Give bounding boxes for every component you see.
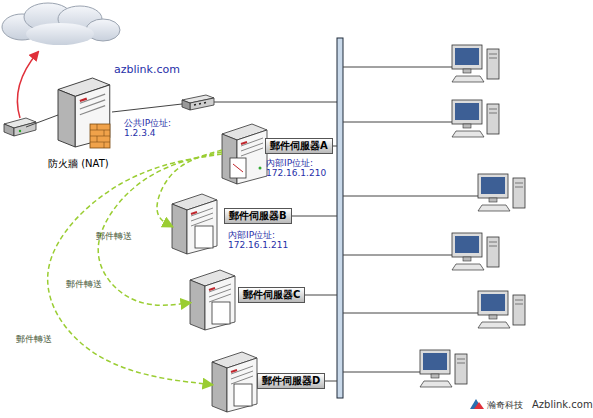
firewall-brick bbox=[90, 124, 110, 148]
hub-wire bbox=[214, 102, 337, 103]
edge-label: 郵件轉送 bbox=[16, 333, 52, 346]
router-icon bbox=[4, 118, 36, 136]
domain-label: azblink.com bbox=[114, 64, 180, 77]
mail-server-icon bbox=[190, 270, 235, 330]
edge-label: 郵件轉送 bbox=[66, 278, 102, 291]
internet-cloud bbox=[2, 3, 120, 45]
edge-label: 郵件轉送 bbox=[96, 230, 132, 243]
watermark-text: Azblink.com bbox=[532, 399, 593, 411]
mail-server-icon bbox=[212, 352, 257, 412]
mail-server-node: 郵件伺服器A 內部IP位址: 172.16.1.210 bbox=[222, 120, 334, 184]
server-name-box: 郵件伺服器C bbox=[238, 287, 305, 303]
server-name-box: 郵件伺服器B bbox=[224, 208, 292, 224]
firewall-wire bbox=[112, 104, 182, 112]
mail-forward-arrow bbox=[48, 154, 222, 385]
mail-server-node: 郵件伺服器D bbox=[212, 350, 323, 408]
mail-card bbox=[195, 226, 213, 248]
public-ip-label: 公共IP位址: 1.2.3.4 bbox=[124, 118, 186, 139]
internal-ip-label: 內部IP位址: 172.16.1.210 bbox=[266, 158, 326, 179]
mail-server-node: 郵件伺服器B 內部IP位址: 172.16.1.211 bbox=[172, 190, 290, 256]
mail-server-icon bbox=[222, 124, 267, 184]
mail-forward-arrow bbox=[157, 150, 222, 226]
network-bus bbox=[337, 38, 343, 398]
hub-icon bbox=[182, 95, 214, 110]
internet-link-arrow bbox=[17, 52, 38, 118]
workstation-icon bbox=[452, 45, 499, 82]
mail-card bbox=[234, 384, 252, 406]
workstation-icon bbox=[452, 100, 499, 137]
firewall-label: 防火牆 (NAT) bbox=[48, 158, 128, 170]
server-wires bbox=[290, 146, 337, 381]
server-name-box: 郵件伺服器A bbox=[265, 138, 333, 154]
mail-server-node: 郵件伺服器C bbox=[190, 268, 304, 326]
workstation-icon bbox=[420, 350, 467, 387]
mail-forward-arrow bbox=[98, 152, 222, 305]
mail-card bbox=[212, 302, 230, 324]
firewall-server-icon bbox=[58, 78, 110, 147]
mail-server-icon bbox=[172, 194, 217, 254]
watermark-logo bbox=[470, 399, 484, 409]
server-name-box: 郵件伺服器D bbox=[257, 373, 325, 389]
router-wire bbox=[26, 115, 58, 127]
workstation-icon bbox=[452, 233, 499, 270]
firewall-node: 防火牆 (NAT) bbox=[46, 70, 126, 172]
workstation-icon bbox=[478, 174, 525, 211]
watermark-text: 瀚奇科技 bbox=[487, 400, 523, 410]
mail-envelope bbox=[230, 158, 246, 178]
internal-ip-label: 內部IP位址: 172.16.1.211 bbox=[228, 230, 288, 251]
workstation-icon bbox=[478, 291, 525, 328]
